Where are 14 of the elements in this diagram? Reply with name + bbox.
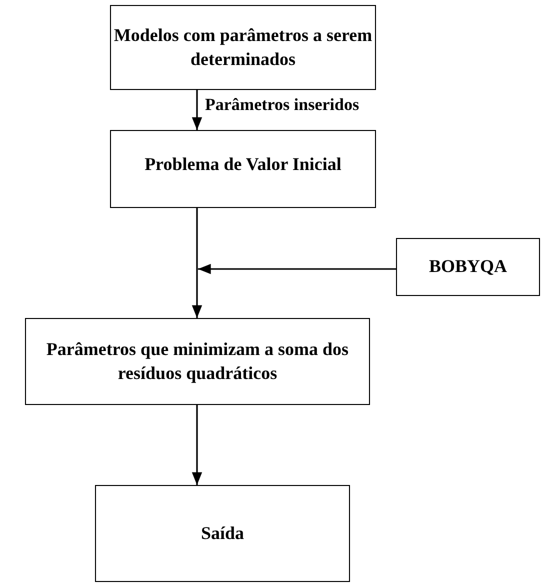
box-text: BOBYQA — [428, 255, 507, 278]
box-text: Saída — [200, 522, 244, 545]
arrow — [192, 405, 202, 485]
box-text: Problema de Valor Inicial — [144, 153, 342, 176]
arrow — [192, 208, 202, 318]
process-box — [25, 318, 370, 405]
process-box — [110, 130, 376, 208]
box-text: Parâmetros que minimizam a soma dos resíduos quadráticos — [45, 338, 350, 385]
box-text: Modelos com parâmetros a serem determinados — [112, 24, 374, 70]
process-box — [110, 5, 376, 90]
arrow — [198, 264, 396, 274]
arrow — [192, 90, 202, 130]
process-box — [95, 485, 350, 582]
process-box — [396, 238, 540, 296]
